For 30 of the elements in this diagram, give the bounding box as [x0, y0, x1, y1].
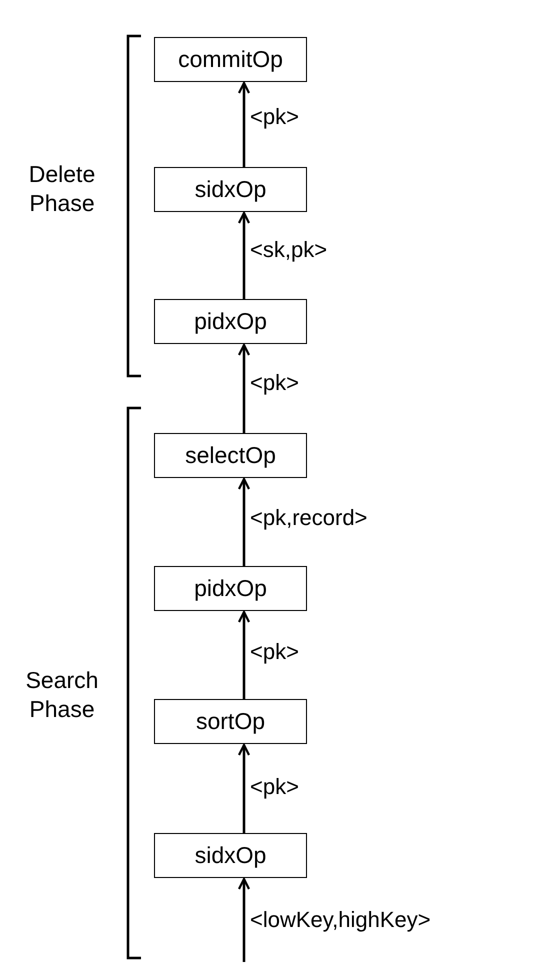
operator-name: pidxOp — [194, 575, 267, 602]
operator-box — [154, 566, 307, 611]
operator-name: selectOp — [185, 442, 276, 469]
arrow — [238, 82, 250, 167]
edge-label: <pk> — [250, 775, 299, 800]
edge-label: <pk,record> — [250, 506, 368, 530]
edge-label: <sk,pk> — [250, 238, 328, 262]
operator-box — [154, 699, 307, 744]
edge-label: <lowKey,highKey> — [250, 908, 431, 932]
phase-label: Search Phase — [24, 666, 100, 724]
arrow — [238, 478, 250, 566]
operator-name: sidxOp — [194, 176, 266, 203]
arrow — [238, 744, 250, 833]
arrow — [238, 212, 250, 299]
arrow — [238, 610, 250, 699]
operator-box — [154, 433, 307, 478]
operator-box — [154, 833, 307, 878]
operator-name: sidxOp — [194, 842, 266, 869]
operator-box — [154, 167, 307, 212]
edge-label: <pk> — [250, 371, 299, 396]
phase-label: Delete Phase — [28, 160, 96, 218]
edge-label: <pk> — [250, 105, 299, 130]
operator-name: sortOp — [196, 708, 266, 735]
edge-label: <pk> — [250, 640, 299, 664]
arrow — [238, 344, 250, 433]
operator-name: commitOp — [178, 46, 283, 73]
operator-box — [154, 37, 307, 82]
operator-name: pidxOp — [194, 308, 267, 335]
arrow — [238, 878, 250, 962]
operator-box — [154, 299, 307, 344]
